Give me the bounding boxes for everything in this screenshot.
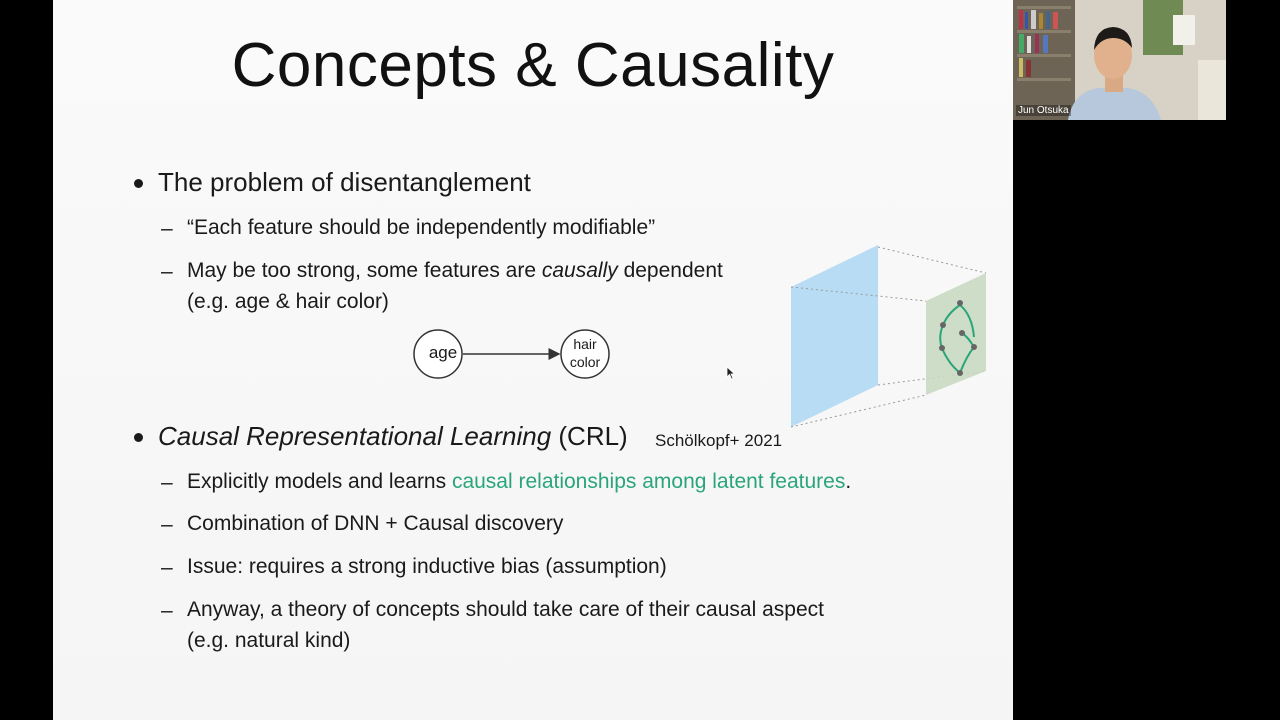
sub-anyway-example: (e.g. natural kind) (187, 629, 351, 652)
bullet-crl-rest: (CRL) (551, 421, 628, 451)
causal-relationships-highlight: causal relationships among latent featur… (451, 470, 846, 493)
sub-dash: – (161, 599, 173, 622)
latent-space-illustration (790, 245, 987, 428)
sub-too-strong-em: causally (541, 259, 618, 282)
citation: Schölkopf+ 2021 (655, 431, 783, 450)
presentation-slide: Concepts & Causality The problem of dise… (53, 0, 1013, 720)
sub-too-strong: May be too strong, some features are cau… (187, 259, 723, 283)
causal-diagram-age-hair (413, 329, 610, 379)
bullet-dot (134, 433, 143, 442)
slide-title: Concepts & Causality (231, 31, 835, 100)
bullet-dot (134, 179, 143, 188)
sub-explicitly-models-a: Explicitly models and learns (187, 470, 452, 493)
sub-combination: Combination of DNN + Causal discovery (187, 512, 564, 535)
sub-too-strong-b: dependent (617, 259, 723, 282)
bullet-crl-em: Causal Representational Learning (158, 421, 552, 451)
participant-video-tile[interactable]: Jun Otsuka (1013, 0, 1226, 120)
sub-explicitly-models-b: . (845, 470, 852, 493)
sub-anyway: Anyway, a theory of concepts should take… (187, 598, 824, 621)
participant-name-label: Jun Otsuka (1016, 105, 1071, 116)
mouse-cursor-icon (726, 366, 736, 380)
sub-dash: – (161, 217, 173, 240)
sub-dash: – (161, 471, 173, 494)
sub-too-strong-a: May be too strong, some features are (187, 259, 542, 282)
node-hair-label-2: color (569, 354, 601, 370)
latent-plane (926, 273, 986, 395)
node-age-label: age (428, 343, 458, 362)
node-hair-label-1: hair (573, 336, 597, 352)
sub-too-strong-example: (e.g. age & hair color) (187, 290, 389, 313)
sub-dash: – (161, 513, 173, 536)
bullet-crl: Causal Representational Learning (CRL) (158, 421, 628, 452)
node-hair-circle (560, 329, 610, 379)
sub-issue: Issue: requires a strong inductive bias … (187, 555, 667, 578)
bullet-disentanglement: The problem of disentanglement (158, 167, 531, 197)
participant-video-feed (1013, 0, 1226, 120)
sub-dash: – (161, 556, 173, 579)
node-age-circle (413, 329, 463, 379)
sub-independently-modifiable: “Each feature should be independently mo… (187, 216, 656, 239)
sub-explicitly-models: Explicitly models and learns causal rela… (187, 470, 851, 494)
sub-dash: – (161, 260, 173, 283)
input-plane (791, 245, 878, 427)
node-hair-label: hair color (560, 335, 610, 371)
